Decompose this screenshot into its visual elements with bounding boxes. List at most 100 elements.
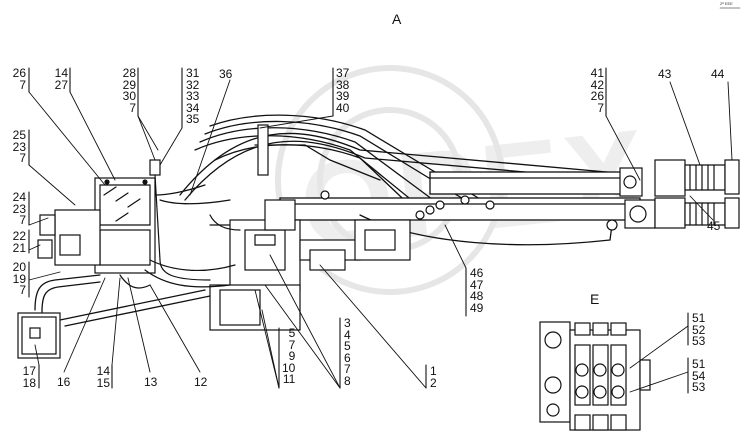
callout-43: 43: [658, 67, 672, 81]
callout-number: 52: [692, 322, 706, 337]
callout-31-35: 31 32 33 34 35: [186, 66, 200, 127]
callout-number: 4: [344, 327, 351, 342]
callout-number: 7: [19, 77, 26, 92]
hose-clamp: [257, 124, 269, 176]
callout-number: 29: [122, 77, 136, 92]
callout-44: 44: [711, 67, 725, 81]
tank-lines: [34, 274, 211, 327]
callout-36: 36: [219, 67, 233, 81]
callout-14-15: 14 15: [86, 364, 110, 390]
callout-37-40: 37 38 39 40: [336, 66, 350, 115]
filter-housing: [17, 312, 61, 359]
callout-number: 19: [12, 271, 26, 286]
callout-number: 7: [288, 337, 296, 352]
callout-number: 34: [186, 100, 200, 115]
callout-number: 28: [122, 66, 136, 80]
callout-number: 38: [336, 77, 350, 92]
callout-1-2: 1 2: [430, 364, 437, 390]
callout-12: 12: [194, 375, 208, 389]
callout-number: 5: [344, 339, 351, 354]
callout-number: 26: [590, 89, 604, 104]
callout-46-49: 46 47 48 49: [470, 266, 484, 315]
callout-number: 47: [470, 277, 484, 292]
callout-22-21: 22 21: [2, 229, 26, 255]
pump-unit: [209, 199, 411, 331]
callout-number: 1: [430, 364, 437, 378]
callout-number: 39: [336, 89, 350, 104]
callout-number: 53: [692, 334, 706, 349]
callout-number: 8: [344, 373, 351, 388]
right-pipes: [279, 171, 641, 221]
callout-number: 54: [692, 368, 706, 383]
callout-number: 2: [430, 375, 437, 390]
callout-45: 45: [707, 219, 721, 233]
callout-bars: [28, 67, 689, 394]
valve-hoses: [119, 174, 241, 289]
view-label-e: E: [590, 291, 600, 307]
callout-number: 10: [282, 360, 296, 375]
callout-number: 14: [96, 364, 110, 378]
callout-number: 42: [590, 77, 604, 92]
callout-number: 24: [12, 190, 26, 204]
callout-number: 51: [692, 357, 706, 371]
callout-number: 32: [186, 77, 200, 92]
callout-number: 51: [692, 311, 706, 325]
callout-number: 33: [186, 89, 200, 104]
callout-25-7: 25 23 7: [2, 128, 26, 166]
callout-number: 7: [129, 100, 136, 115]
callout-number: 11: [282, 372, 296, 387]
callout-number: 7: [597, 100, 604, 115]
callout-number: 7: [344, 362, 351, 377]
corner-mark: 2ª ЕЕЕ: [720, 1, 733, 6]
callout-number: 37: [336, 66, 350, 80]
callout-number: 25: [12, 128, 26, 142]
callout-5-11: 5 7 9 10 11: [282, 326, 296, 387]
callout-number: 20: [12, 260, 26, 274]
callout-number: 21: [12, 240, 26, 255]
callout-number: 53: [692, 380, 706, 395]
callout-51-53-lower: 51 54 53: [692, 357, 706, 395]
callout-number: 3: [344, 316, 351, 330]
callout-number: 23: [12, 201, 26, 216]
callout-number: 49: [470, 300, 484, 315]
callout-number: 9: [288, 349, 296, 364]
callout-41-7: 41 42 26 7: [580, 66, 604, 115]
callout-number: 48: [470, 289, 484, 304]
callout-number: 41: [590, 66, 604, 80]
callout-51-53-upper: 51 52 53: [692, 311, 706, 349]
callout-28-7: 28 29 30 7: [112, 66, 136, 115]
callout-14-27: 14 27: [44, 66, 68, 92]
hose-end-fittings: [320, 190, 495, 220]
hose-bundle: [179, 114, 641, 216]
callout-number: 7: [19, 151, 26, 166]
callout-number: 27: [54, 77, 68, 92]
callout-number: 15: [96, 375, 110, 390]
callout-number: 18: [22, 375, 36, 390]
leader-lines: [28, 79, 733, 393]
callout-3-8: 3 4 5 6 7 8: [344, 316, 351, 388]
callout-number: 14: [54, 66, 68, 80]
callout-number: 5: [288, 326, 296, 340]
callout-16: 16: [57, 375, 71, 389]
callout-number: 40: [336, 100, 350, 115]
callout-13: 13: [144, 375, 158, 389]
callout-number: 7: [19, 283, 26, 298]
callout-number: 17: [22, 364, 36, 378]
callout-17-18: 17 18: [12, 364, 36, 390]
callout-number: 46: [470, 266, 484, 280]
callout-number: 26: [12, 66, 26, 80]
callout-number: 23: [12, 139, 26, 154]
detail-e-valve: [539, 321, 651, 431]
callout-20-7: 20 19 7: [2, 260, 26, 298]
hose-fittings-right: [619, 159, 740, 229]
control-valve-block: [37, 159, 161, 274]
callout-26-7: 26 7: [2, 66, 26, 92]
callout-number: 35: [186, 112, 200, 127]
callout-24-7: 24 23 7: [2, 190, 26, 228]
callout-number: 22: [12, 229, 26, 243]
view-label-a: A: [392, 11, 402, 27]
callout-number: 7: [19, 213, 26, 228]
callout-number: 31: [186, 66, 200, 80]
